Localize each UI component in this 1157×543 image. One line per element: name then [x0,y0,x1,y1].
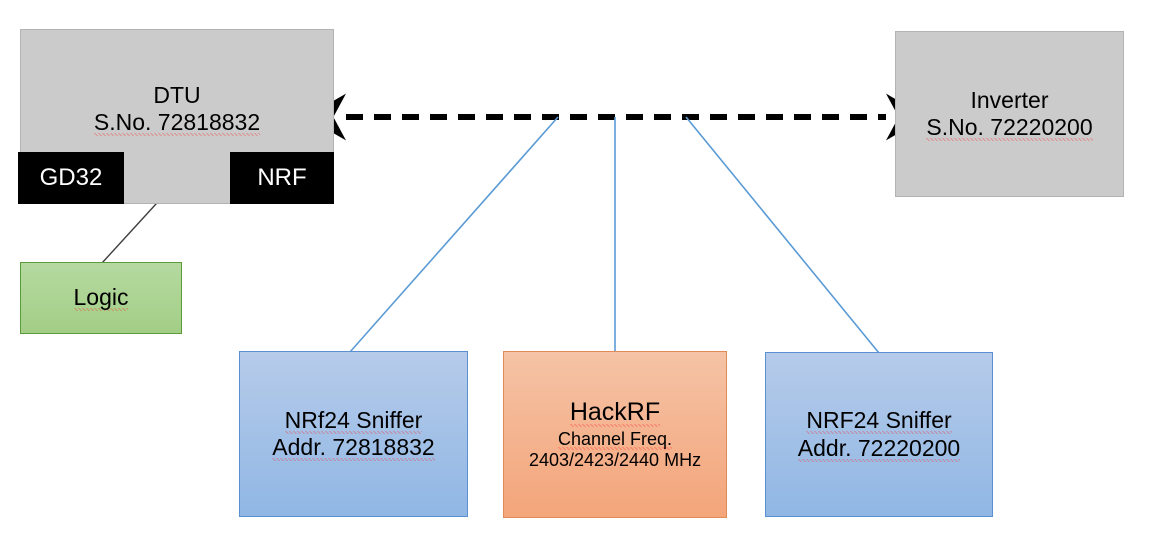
gd32-label: GD32 [39,163,103,191]
hackrf-title: HackRF [569,398,661,428]
hackrf-frequencies: 2403/2423/2440 MHz [528,449,702,470]
sniffer-left-tap [349,116,559,353]
sniffer-right-address: Addr. 72220200 [797,434,961,462]
node-sniffer-left[interactable]: NRf24 Sniffer Addr. 72818832 [239,351,468,517]
sniffer-right-tap [685,116,880,354]
nrf-label: NRF [257,163,307,191]
sniffer-left-address: Addr. 72818832 [272,434,435,461]
node-nrf[interactable]: NRF [230,152,334,204]
sniffer-left-title: NRf24 Sniffer [284,406,423,434]
logic-label: Logic [73,284,129,312]
inverter-serial: S.No. 72220200 [926,114,1093,141]
node-hackrf[interactable]: HackRF Channel Freq. 2403/2423/2440 MHz [503,351,727,518]
inverter-title: Inverter [970,86,1049,113]
dtu-serial: S.No. 72818832 [93,109,261,137]
hackrf-channel-label: Channel Freq. [557,428,673,450]
node-inverter[interactable]: Inverter S.No. 72220200 [895,31,1124,197]
node-logic[interactable]: Logic [20,262,182,334]
node-sniffer-right[interactable]: NRF24 Sniffer Addr. 72220200 [765,352,993,517]
node-gd32[interactable]: GD32 [18,152,124,204]
sniffer-right-title: NRF24 Sniffer [806,407,952,435]
dtu-title: DTU [153,82,201,108]
